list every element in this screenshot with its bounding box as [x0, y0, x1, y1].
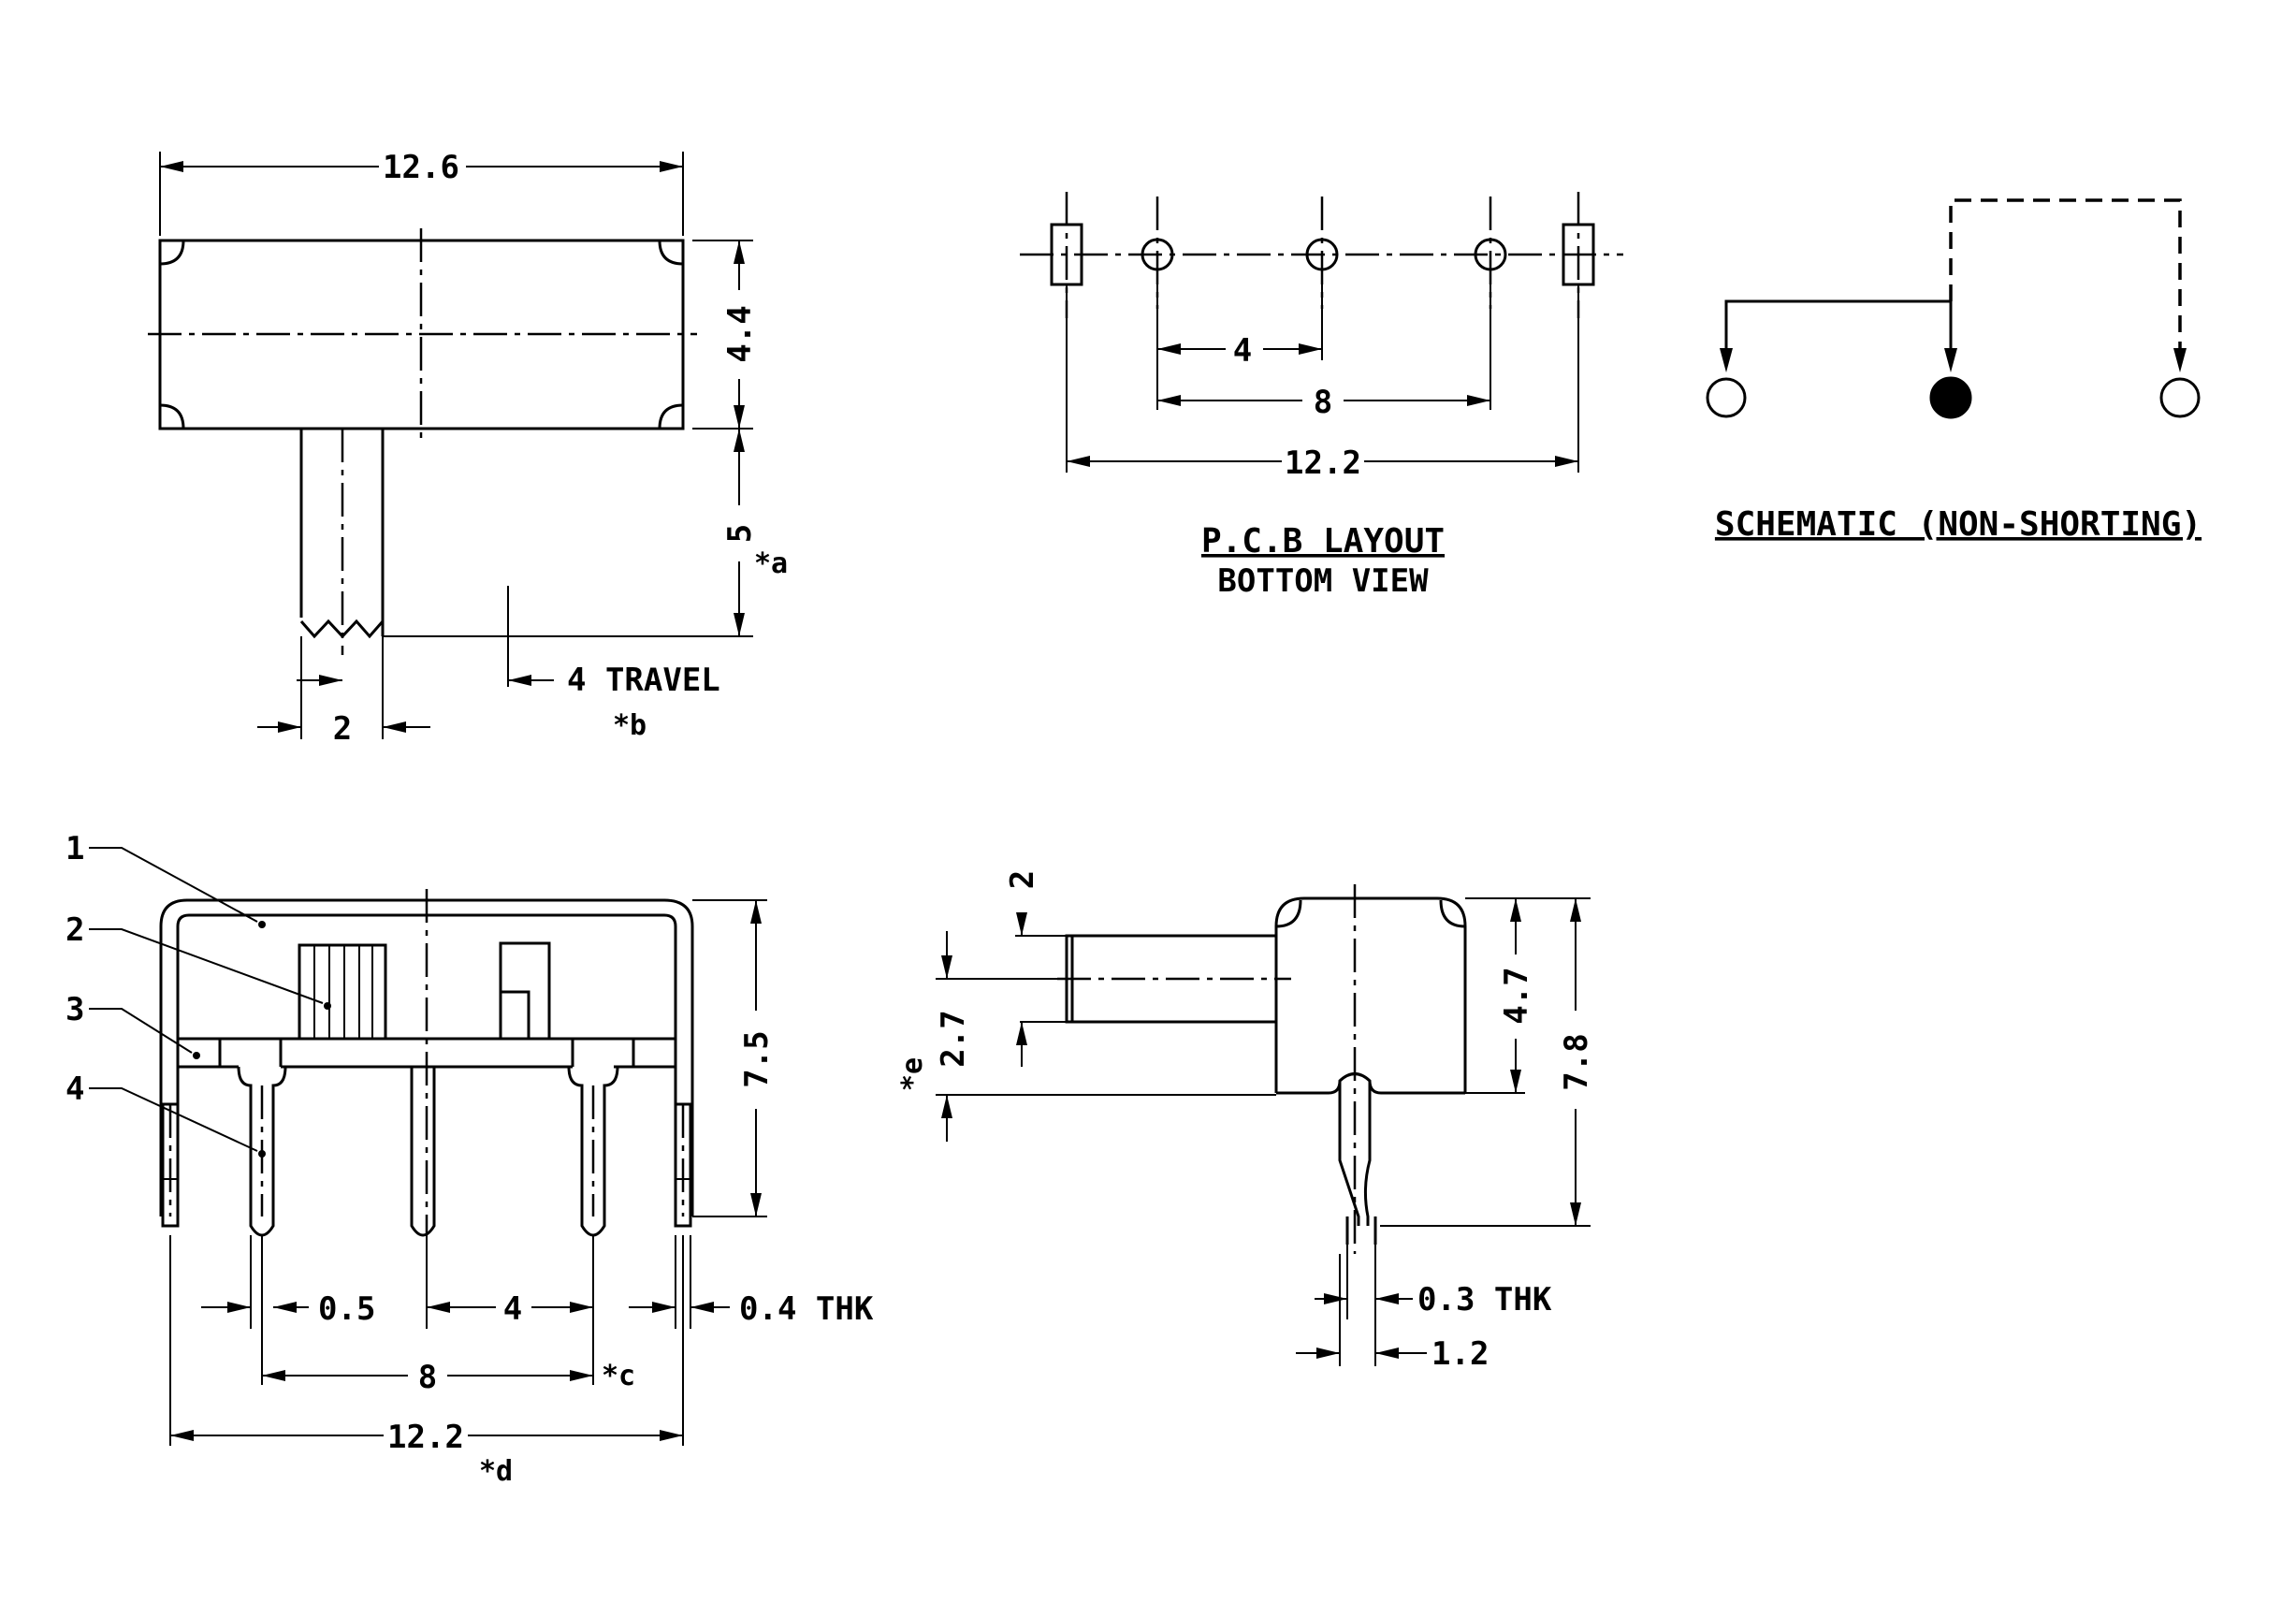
side-offset-label: 2: [1004, 870, 1041, 889]
note-b: *b: [613, 709, 647, 742]
pcb-title: P.C.B LAYOUT: [1201, 522, 1445, 561]
front-height-label: 7.5: [738, 1030, 776, 1087]
tab-thickness-label: 0.4 THK: [739, 1290, 874, 1328]
part-label-3: 3: [65, 991, 84, 1028]
terminal-open: [1706, 377, 1747, 418]
note-e: *e: [896, 1057, 929, 1091]
front-pitch-label: 4: [503, 1290, 522, 1328]
part-label-2: 2: [65, 911, 84, 949]
schematic: SCHEMATIC (NON-SHORTING): [1706, 198, 2202, 544]
travel-label: 4 TRAVEL: [567, 662, 720, 699]
side-view: 2 2.7 *e 4.7 7.8 0.3 THK: [896, 870, 1595, 1373]
side-actuator-height-label: 2.7: [935, 1010, 972, 1067]
pin-width-label: 0.5: [318, 1290, 375, 1328]
note-a: *a: [754, 547, 788, 580]
pcb-layout: 4 8 12.2 P.C.B LAYOUT BOTTOM VIEW: [1020, 192, 1623, 600]
top-height-label: 4.4: [721, 305, 759, 362]
side-pin-width-label: 1.2: [1431, 1335, 1489, 1373]
front-overall-label: 12.2: [387, 1419, 464, 1456]
side-overall-height-label: 7.8: [1558, 1033, 1595, 1090]
front-span-label: 8: [418, 1359, 437, 1396]
actuator-length-label: 5: [721, 524, 759, 543]
part-label-1: 1: [65, 830, 84, 867]
terminal-common: [1929, 376, 1972, 419]
top-view: 12.6 4.4 5 *a: [148, 149, 788, 748]
actuator-width-label: 2: [333, 710, 352, 748]
part-label-4: 4: [65, 1071, 84, 1108]
schematic-title: SCHEMATIC (NON-SHORTING): [1715, 505, 2202, 544]
front-view: 1 2 3 4 7.5 0.5: [65, 830, 874, 1488]
pcb-subtitle: BOTTOM VIEW: [1217, 562, 1429, 600]
side-body-height-label: 4.7: [1498, 967, 1535, 1024]
pcb-overall-label: 12.2: [1285, 444, 1361, 482]
terminal-open: [2159, 377, 2201, 418]
note-c: *c: [602, 1360, 635, 1392]
top-width-label: 12.6: [383, 149, 459, 186]
pcb-span-label: 8: [1314, 384, 1332, 421]
pcb-pitch-label: 4: [1233, 332, 1252, 370]
pin-thickness-label: 0.3 THK: [1417, 1281, 1552, 1318]
note-d: *d: [479, 1455, 513, 1488]
